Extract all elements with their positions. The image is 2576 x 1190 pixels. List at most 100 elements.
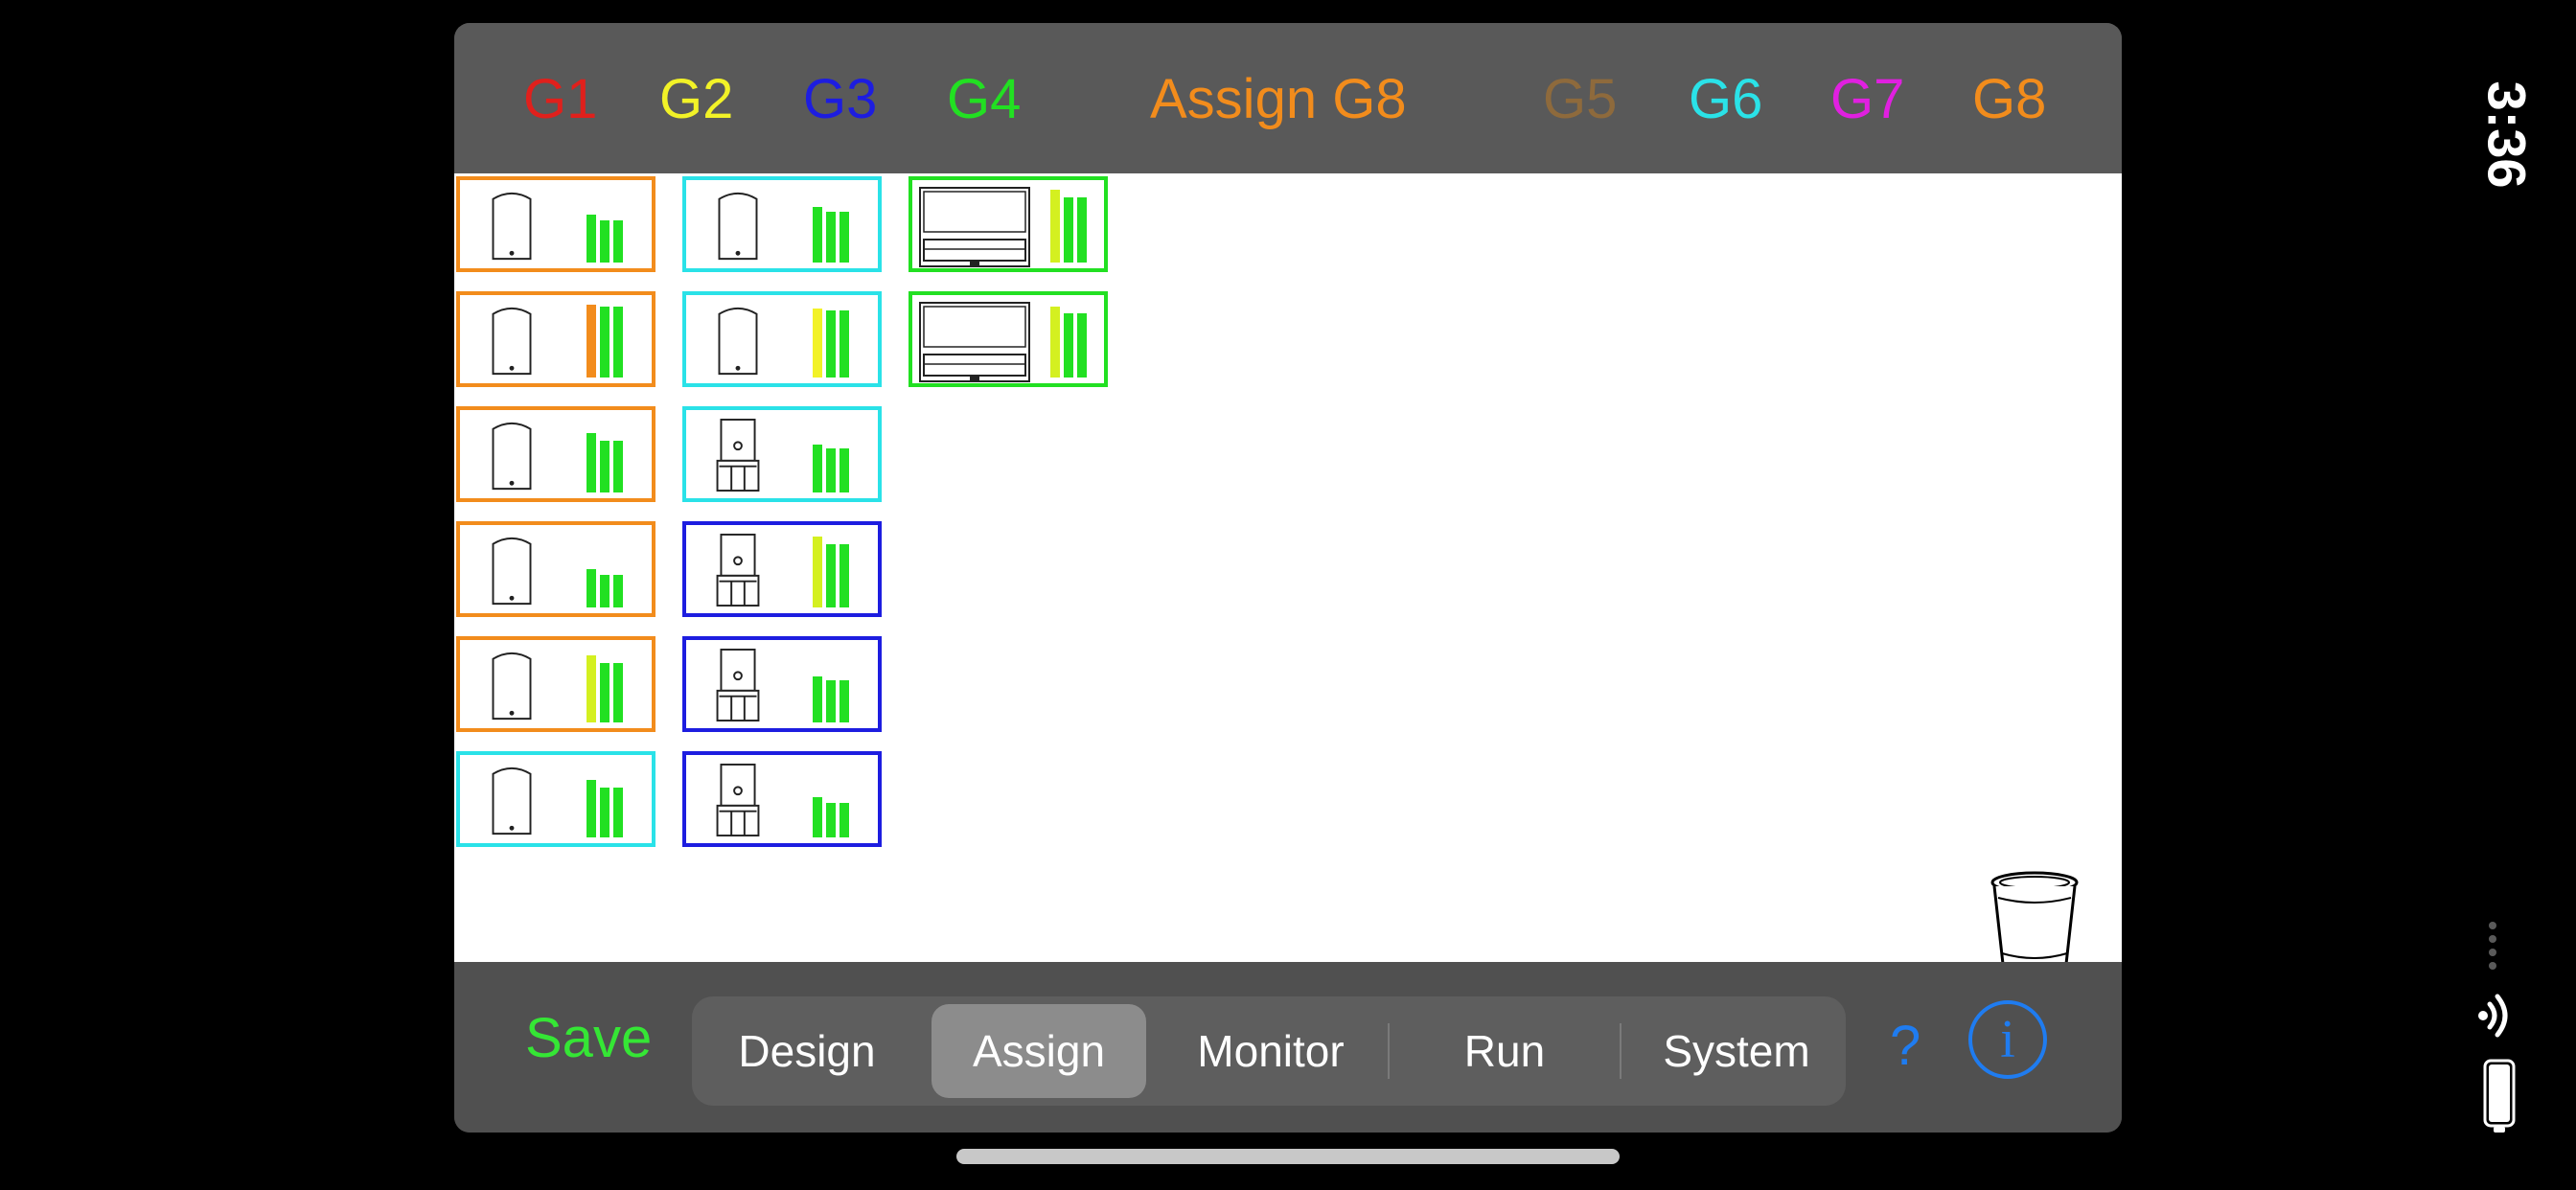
level-meter-bar	[586, 569, 596, 607]
bottom-toolbar: Save Design Assign Monitor Run System ? …	[454, 962, 2122, 1133]
help-button[interactable]: ?	[1890, 1015, 1921, 1077]
level-meter-bar	[813, 309, 822, 378]
tab-divider	[1388, 1023, 1390, 1079]
level-meter-bar	[840, 680, 849, 722]
mode-segmented-control: Design Assign Monitor Run System	[692, 996, 1846, 1106]
assign-group-title: Assign G8	[1150, 68, 1407, 130]
tab-run[interactable]: Run	[1463, 1026, 1546, 1076]
level-meter-bar	[840, 212, 849, 263]
info-button[interactable]: i	[1968, 1000, 2047, 1079]
level-meter	[586, 186, 623, 263]
info-icon: i	[2000, 1010, 2015, 1069]
level-meter-bar	[813, 797, 822, 837]
column-speaker-icon	[492, 307, 532, 376]
status-time: 3:36	[2476, 80, 2538, 189]
device-tile[interactable]	[456, 521, 656, 617]
level-meter	[813, 301, 849, 378]
level-meter-bar	[586, 780, 596, 837]
device-tile[interactable]	[456, 291, 656, 387]
device-canvas[interactable]	[454, 173, 2122, 980]
level-meter-bar	[1050, 307, 1060, 378]
level-meter	[586, 416, 623, 492]
level-meter-bar	[600, 307, 610, 378]
wifi-icon	[2478, 994, 2508, 1038]
group-g5-button[interactable]: G5	[1543, 68, 1618, 130]
level-meter-bar	[840, 310, 849, 378]
level-meter-bar	[840, 544, 849, 607]
level-meter-bar	[613, 663, 623, 722]
device-tile[interactable]	[456, 176, 656, 272]
home-indicator[interactable]	[956, 1149, 1620, 1164]
level-meter-bar	[826, 803, 836, 837]
level-meter-bar	[1064, 197, 1073, 263]
device-tile[interactable]	[456, 636, 656, 732]
group-g7-button[interactable]: G7	[1830, 68, 1905, 130]
level-meter-bar	[813, 676, 822, 722]
device-tile[interactable]	[682, 751, 882, 847]
group-g4-button[interactable]: G4	[947, 68, 1022, 130]
tab-divider	[1620, 1023, 1622, 1079]
level-meter-bar	[600, 788, 610, 837]
device-tile[interactable]	[908, 291, 1108, 387]
group-g6-button[interactable]: G6	[1689, 68, 1763, 130]
level-meter-bar	[613, 788, 623, 837]
level-meter-bar	[813, 445, 822, 492]
device-tile[interactable]	[456, 406, 656, 502]
tab-design[interactable]: Design	[738, 1026, 876, 1076]
level-meter-bar	[826, 310, 836, 378]
column-speaker-icon	[492, 652, 532, 721]
device-tile[interactable]	[682, 521, 882, 617]
level-meter	[586, 301, 623, 378]
line-array-icon	[919, 187, 1030, 267]
level-meter-bar	[826, 448, 836, 492]
device-tile[interactable]	[682, 406, 882, 502]
subwoofer-icon	[716, 418, 760, 492]
tab-system[interactable]: System	[1663, 1026, 1810, 1076]
subwoofer-icon	[716, 533, 760, 607]
line-array-icon	[919, 302, 1030, 382]
level-meter	[1050, 301, 1087, 378]
tab-assign[interactable]: Assign	[932, 1004, 1146, 1098]
level-meter	[586, 531, 623, 607]
subwoofer-icon	[716, 763, 760, 837]
column-speaker-icon	[492, 192, 532, 261]
group-bar: G1 G2 G3 G4 Assign G8 G5 G6 G7 G8	[454, 23, 2122, 173]
save-button[interactable]: Save	[525, 1007, 653, 1069]
battery-icon	[2483, 1059, 2516, 1133]
level-meter-bar	[586, 305, 596, 378]
level-meter	[813, 761, 849, 837]
cellular-dots-icon	[2489, 922, 2496, 970]
device-tile[interactable]	[682, 176, 882, 272]
level-meter-bar	[826, 212, 836, 263]
device-tile[interactable]	[908, 176, 1108, 272]
level-meter-bar	[613, 307, 623, 378]
level-meter	[1050, 186, 1087, 263]
device-tile[interactable]	[682, 636, 882, 732]
group-g1-button[interactable]: G1	[523, 68, 598, 130]
level-meter-bar	[613, 441, 623, 492]
level-meter-bar	[826, 544, 836, 607]
device-tile[interactable]	[682, 291, 882, 387]
device-tile[interactable]	[456, 751, 656, 847]
level-meter-bar	[586, 215, 596, 263]
level-meter	[813, 416, 849, 492]
level-meter-bar	[1050, 190, 1060, 263]
level-meter-bar	[1077, 197, 1087, 263]
level-meter-bar	[586, 655, 596, 722]
level-meter	[813, 186, 849, 263]
level-meter-bar	[840, 803, 849, 837]
column-speaker-icon	[718, 307, 758, 376]
group-g8-button[interactable]: G8	[1972, 68, 2047, 130]
level-meter-bar	[600, 220, 610, 263]
column-speaker-icon	[718, 192, 758, 261]
level-meter	[586, 761, 623, 837]
level-meter-bar	[600, 663, 610, 722]
group-g3-button[interactable]: G3	[803, 68, 878, 130]
level-meter-bar	[826, 680, 836, 722]
level-meter-bar	[813, 537, 822, 607]
level-meter-bar	[1077, 313, 1087, 378]
tab-monitor[interactable]: Monitor	[1197, 1026, 1345, 1076]
subwoofer-icon	[716, 648, 760, 722]
group-g2-button[interactable]: G2	[659, 68, 734, 130]
level-meter-bar	[600, 441, 610, 492]
